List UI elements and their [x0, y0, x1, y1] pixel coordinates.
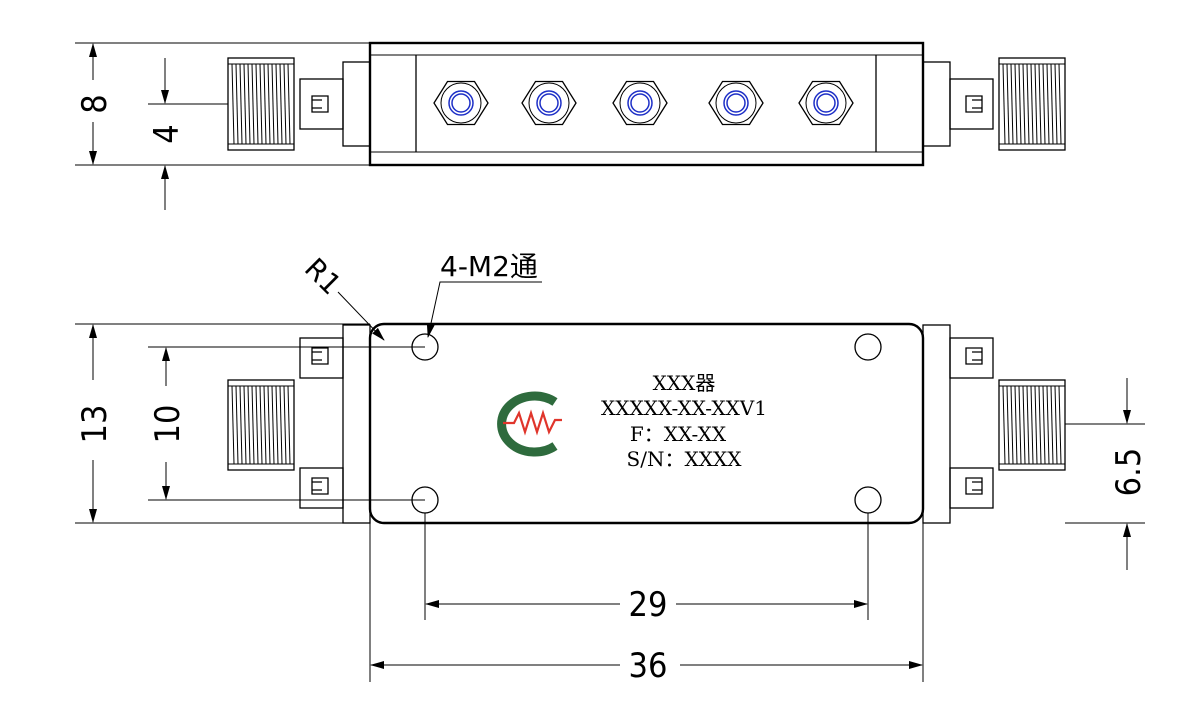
thread-pattern	[228, 385, 294, 465]
tuning-screw	[521, 80, 577, 126]
hole-top-right	[854, 333, 882, 361]
dimension-4: 4	[147, 58, 228, 210]
dim-4-label: 4	[147, 124, 187, 143]
dimension-6-5: 6.5	[1065, 378, 1149, 570]
hole-callout: 4-M2通	[426, 250, 542, 338]
radius-callout: R1	[298, 252, 385, 341]
left-connector-front	[227, 324, 371, 524]
dimension-13: 13	[75, 323, 370, 524]
dim-8-label: 8	[75, 94, 115, 113]
hole-bottom-right	[854, 486, 882, 514]
product-label: XXX器 XXXXX-XX-XXV1 F：XX-XX S/N：XXXX	[601, 371, 767, 471]
top-view-body	[368, 41, 925, 167]
hole-spec-label: 4-M2通	[440, 250, 538, 283]
dim-29-label: 29	[629, 585, 668, 625]
right-connector-front	[922, 324, 1066, 524]
top-view: 8 4	[75, 41, 1066, 210]
label-line-1: XXX器	[653, 371, 716, 395]
tuning-screw	[433, 80, 489, 126]
dimension-8: 8	[75, 42, 370, 166]
tuning-screw	[708, 80, 764, 126]
dimension-29: 29	[424, 513, 869, 625]
tuning-screw	[798, 80, 854, 126]
dimension-10: 10	[148, 346, 425, 501]
label-line-3: F：XX-XX	[630, 422, 727, 446]
dim-36-label: 36	[629, 646, 668, 686]
dimension-36: 36	[369, 523, 924, 686]
thread-pattern	[228, 63, 294, 145]
dim-13-label: 13	[75, 405, 115, 444]
tuning-screws	[433, 80, 854, 126]
dim-6-5-label: 6.5	[1109, 448, 1149, 497]
right-connector-top	[922, 57, 1066, 151]
company-logo	[497, 391, 562, 457]
label-line-2: XXXXX-XX-XXV1	[601, 396, 767, 420]
thread-pattern	[999, 385, 1065, 465]
tuning-screw	[612, 80, 668, 126]
thread-pattern	[999, 63, 1065, 145]
dim-10-label: 10	[148, 405, 188, 444]
label-line-4: S/N：XXXX	[627, 447, 743, 471]
front-view: XXX器 XXXXX-XX-XXV1 F：XX-XX S/N：XXXX R1 4…	[75, 250, 1149, 686]
left-connector-top	[227, 57, 371, 151]
